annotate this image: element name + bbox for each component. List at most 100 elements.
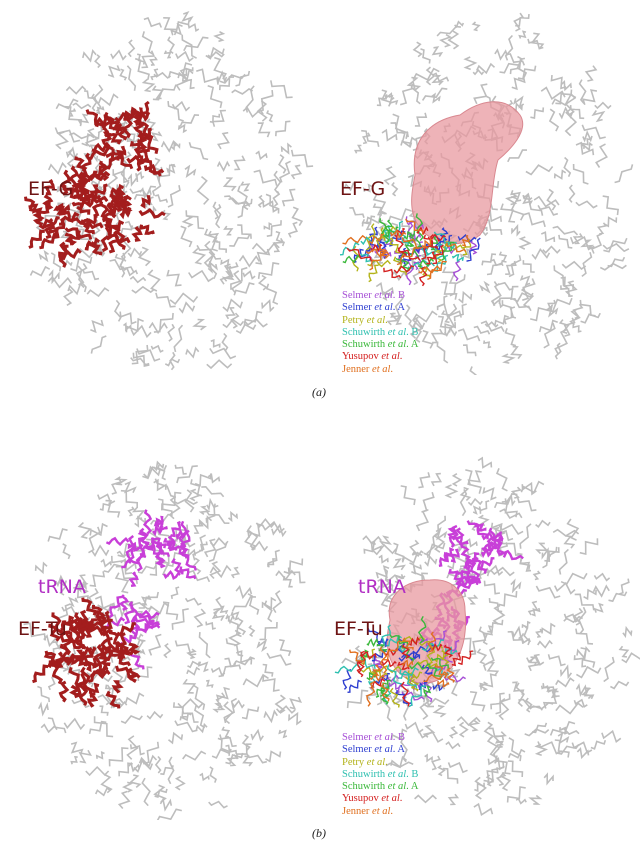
trna-helix — [448, 568, 464, 581]
rna-helix — [188, 569, 211, 583]
trna-helix — [130, 604, 141, 632]
rna-helix — [281, 188, 296, 207]
ribbon-segment — [446, 667, 455, 683]
ribbon-segment — [395, 237, 407, 258]
efg-helix — [101, 217, 119, 231]
ribbon-segment — [417, 615, 427, 644]
rna-helix — [119, 68, 128, 81]
rna-helix — [346, 689, 369, 709]
rna-helix — [55, 131, 69, 150]
rna-helix — [225, 752, 244, 765]
rna-helix — [148, 601, 170, 615]
rna-helix — [137, 564, 157, 574]
rna-helix — [124, 220, 142, 231]
rna-helix — [421, 87, 448, 101]
rna-helix — [472, 505, 482, 515]
rna-helix — [199, 772, 210, 782]
rna-helix — [447, 30, 460, 50]
rna-helix — [431, 92, 441, 104]
rna-helix — [213, 204, 222, 220]
rna-helix — [493, 493, 518, 509]
rna-helix — [512, 681, 525, 695]
rna-helix — [263, 222, 273, 231]
ribbon-segment — [369, 673, 385, 682]
rna-helix — [23, 622, 47, 641]
rna-helix — [542, 245, 561, 254]
rna-helix — [602, 242, 630, 253]
rna-helix — [400, 485, 416, 506]
rna-helix — [361, 132, 371, 145]
rna-helix — [242, 755, 254, 767]
rna-helix — [504, 34, 514, 61]
rna-helix — [513, 292, 534, 303]
rna-helix — [230, 266, 248, 290]
rna-helix — [574, 593, 595, 611]
rna-helix — [554, 739, 570, 758]
rna-helix — [182, 678, 197, 694]
efg-helix — [104, 233, 131, 245]
superposed-structure — [346, 226, 446, 287]
rna-helix — [572, 163, 589, 185]
rna-helix — [142, 464, 168, 480]
rna-helix — [141, 595, 152, 606]
rna-helix — [238, 254, 260, 268]
rna-helix — [572, 233, 584, 245]
rna-helix — [370, 539, 383, 552]
ribbon-segment — [389, 687, 400, 708]
rna-helix — [418, 472, 431, 489]
efg-helix — [138, 224, 155, 235]
rna-helix — [354, 144, 363, 154]
rna-helix — [484, 321, 499, 328]
eftu-helix — [86, 625, 114, 636]
rna-helix — [37, 701, 49, 717]
rna-helix — [153, 460, 165, 472]
trna-helix — [487, 536, 504, 552]
rna-helix — [43, 634, 58, 648]
rna-helix — [584, 65, 598, 82]
rna-helix — [233, 282, 255, 296]
rna-helix — [90, 335, 107, 354]
rna-helix — [400, 737, 408, 763]
rna-helix — [465, 469, 482, 494]
ribbon-segment — [469, 240, 478, 255]
rna-helix — [526, 655, 545, 666]
rna-helix — [97, 93, 119, 107]
eftu-helix — [105, 690, 121, 709]
rna-helix — [507, 748, 526, 759]
rna-helix — [230, 611, 240, 621]
rna-helix — [344, 181, 357, 192]
rna-helix — [581, 138, 591, 147]
rna-helix — [505, 193, 519, 206]
rna-helix — [361, 215, 376, 227]
rna-helix — [580, 239, 595, 250]
efg-helix — [119, 206, 132, 220]
ribbon-segment — [451, 253, 465, 263]
rna-helix — [278, 154, 287, 174]
trna-eftu-density-map — [334, 520, 524, 708]
rna-helix — [508, 737, 522, 762]
rna-helix — [280, 142, 292, 155]
rna-helix — [247, 522, 264, 539]
rna-helix — [120, 715, 143, 724]
trna-helix — [447, 527, 459, 541]
rna-helix — [209, 537, 229, 547]
trna-helix — [150, 537, 167, 549]
rna-helix — [107, 65, 121, 78]
rna-helix — [262, 674, 280, 692]
rna-helix — [486, 564, 504, 577]
rna-helix — [192, 684, 206, 710]
efg-helix — [98, 160, 110, 182]
rna-helix — [583, 141, 593, 152]
rna-helix — [505, 53, 526, 66]
rna-helix — [133, 185, 156, 200]
trna-helix — [104, 616, 126, 629]
rna-helix — [483, 721, 495, 740]
rna-helix — [114, 572, 130, 594]
rna-helix — [507, 760, 524, 778]
efg-ribbon — [24, 100, 166, 268]
eftu-helix — [59, 643, 73, 666]
rna-helix — [473, 802, 494, 817]
rna-helix — [518, 635, 531, 644]
trna-helix — [178, 520, 188, 551]
rna-helix — [529, 701, 554, 710]
